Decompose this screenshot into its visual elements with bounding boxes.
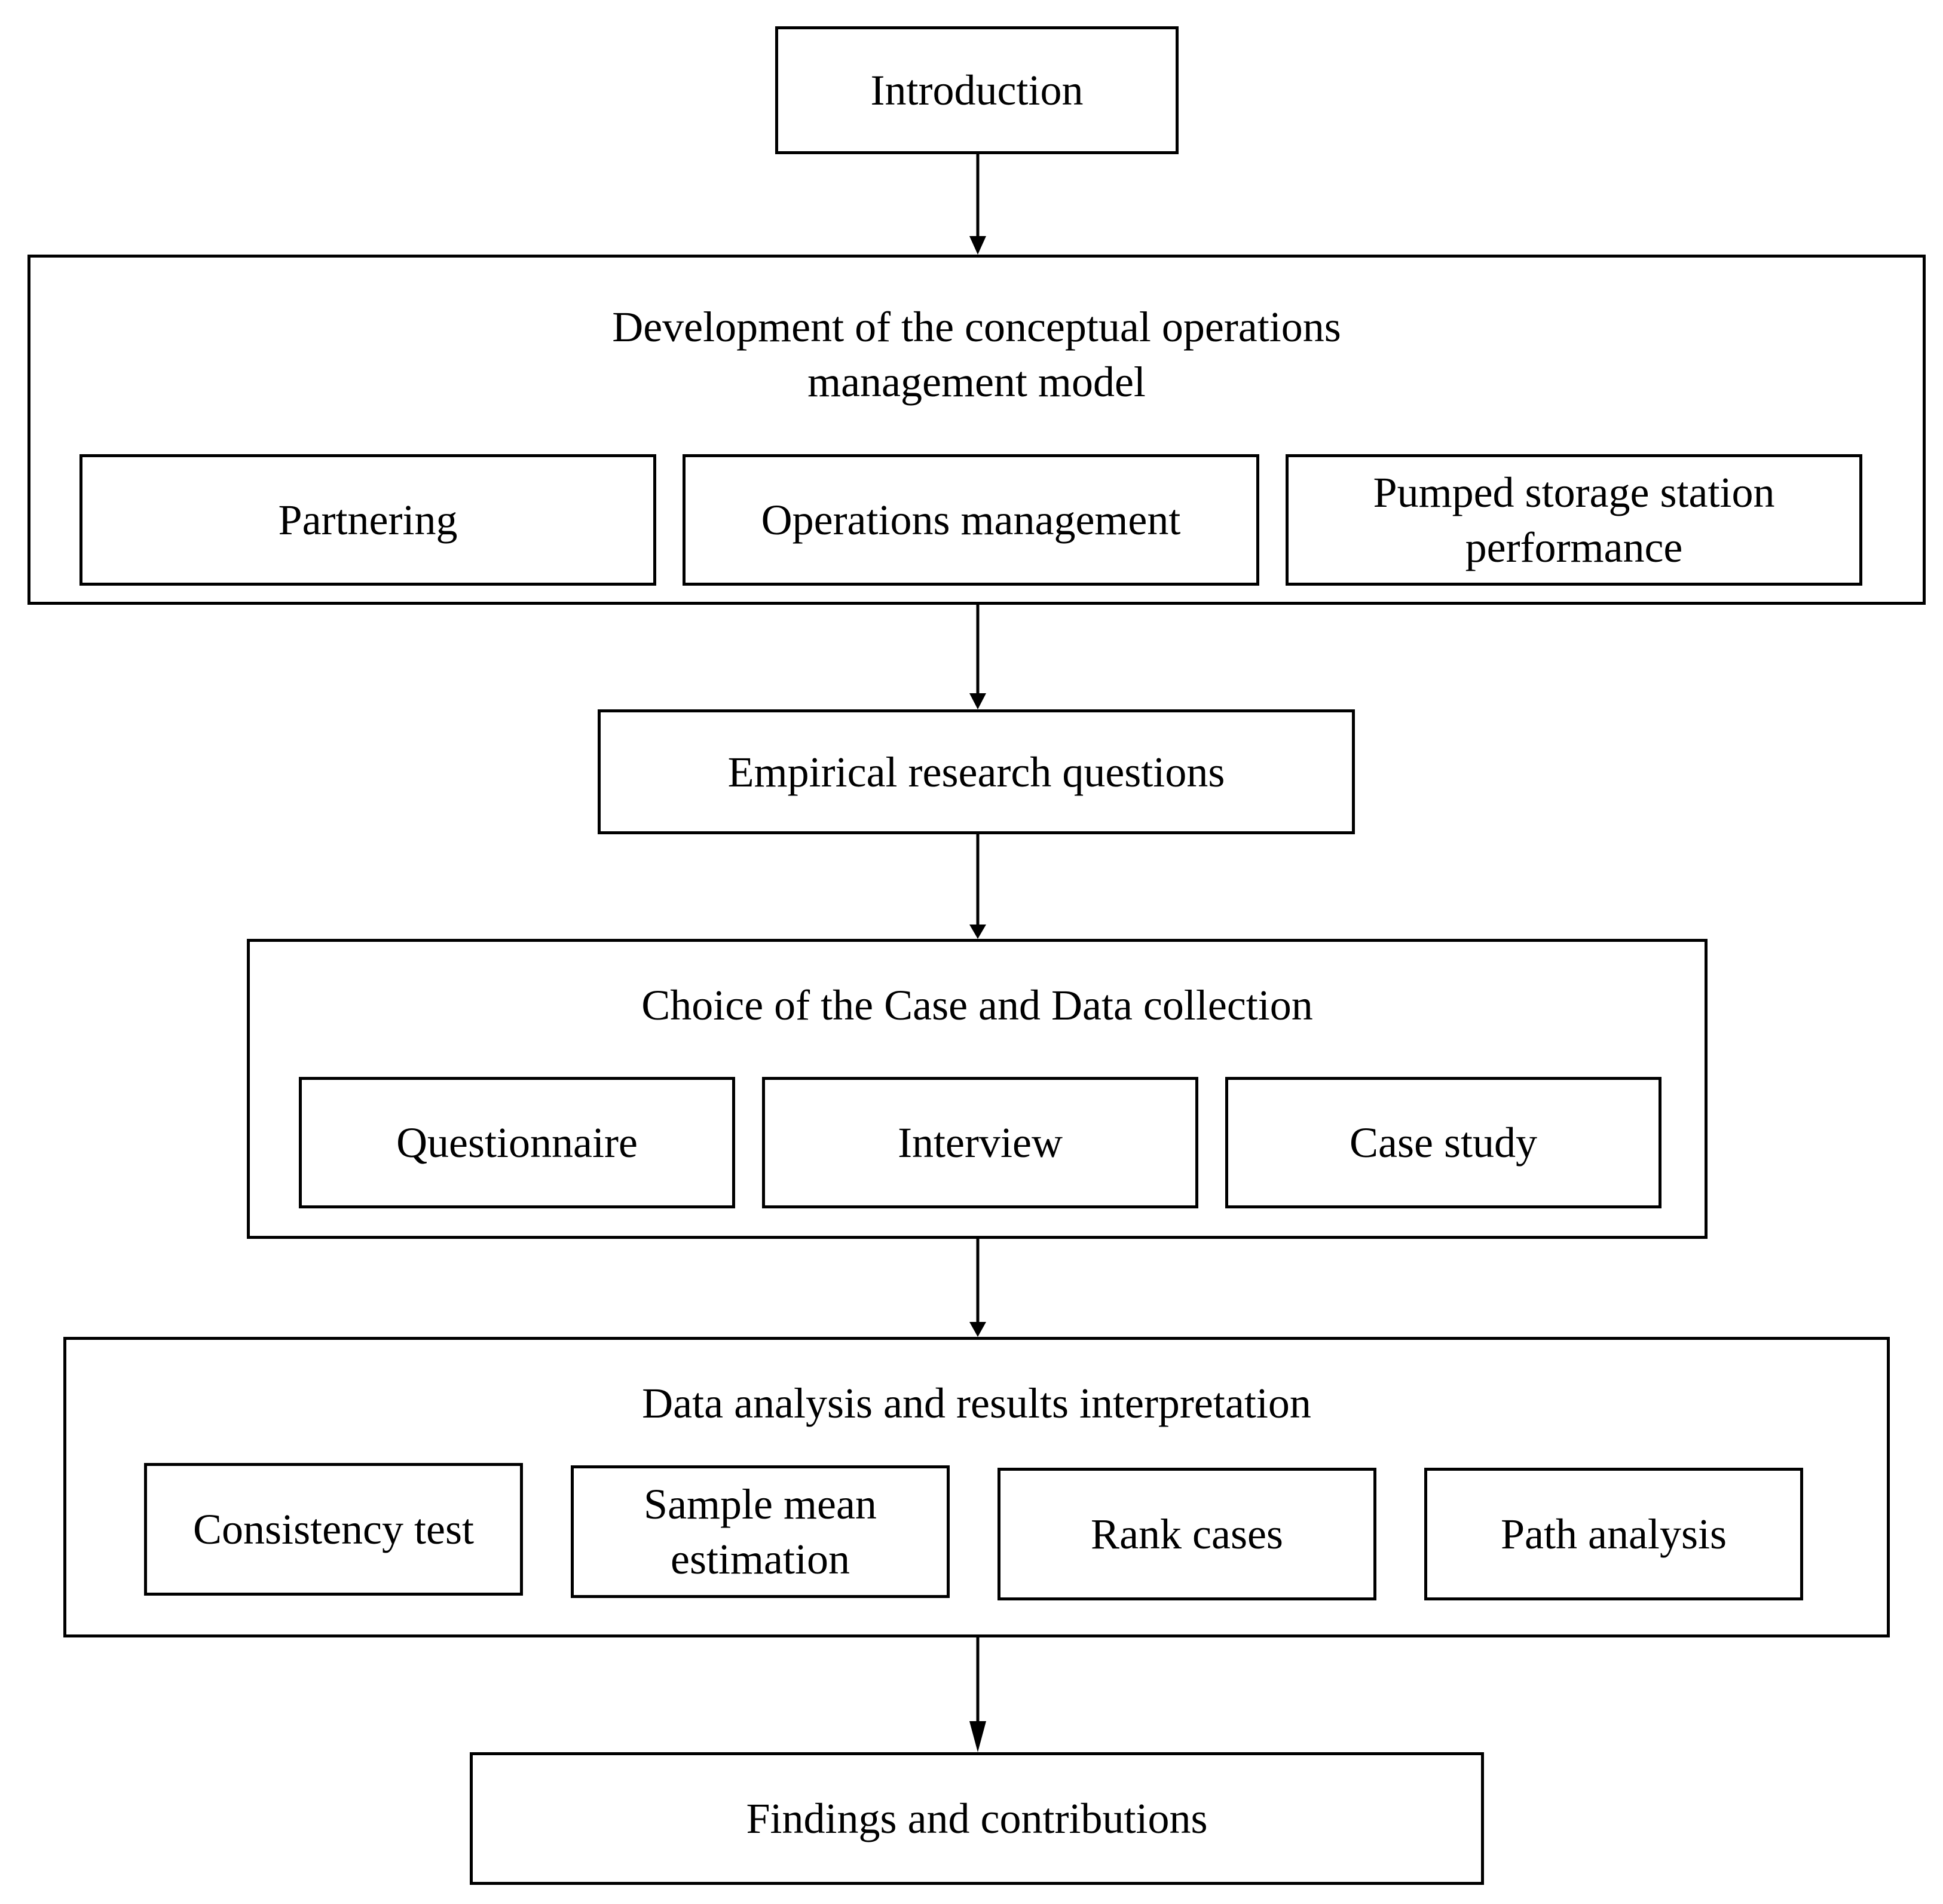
analysis-item-rank-cases: Rank cases (997, 1468, 1376, 1600)
findings-box: Findings and contributions (470, 1752, 1484, 1885)
analysis-item-sample-mean: Sample mean estimation (571, 1465, 950, 1598)
development-item-partnering: Partnering (79, 454, 656, 586)
introduction-label: Introduction (870, 66, 1084, 114)
analysis-item-label: Consistency test (193, 1505, 474, 1553)
analysis-title: Data analysis and results interpretation (642, 1379, 1311, 1427)
analysis-item-label: Sample mean estimation (644, 1480, 877, 1583)
development-item-label: Operations management (761, 496, 1181, 544)
choice-item-interview: Interview (762, 1077, 1198, 1208)
development-item-label: Pumped storage station performance (1373, 469, 1775, 571)
development-item-pumped-storage: Pumped storage station performance (1286, 454, 1862, 586)
development-item-operations-management: Operations management (683, 454, 1259, 586)
empirical-questions-box: Empirical research questions (598, 709, 1355, 834)
arrowhead-analysis (969, 1322, 986, 1337)
empirical-questions-label: Empirical research questions (727, 748, 1225, 796)
choice-item-questionnaire: Questionnaire (299, 1077, 735, 1208)
analysis-item-consistency-test: Consistency test (144, 1463, 523, 1596)
analysis-item-label: Rank cases (1091, 1510, 1283, 1558)
arrowhead-findings (969, 1721, 986, 1752)
analysis-item-label: Path analysis (1501, 1510, 1727, 1558)
development-item-label: Partnering (278, 496, 458, 544)
findings-label: Findings and contributions (746, 1795, 1208, 1842)
arrowhead-empirical (969, 693, 986, 709)
choice-item-label: Case study (1350, 1119, 1537, 1167)
choice-title: Choice of the Case and Data collection (641, 981, 1313, 1029)
choice-item-label: Interview (898, 1119, 1063, 1167)
arrowhead-development (969, 236, 986, 255)
choice-item-label: Questionnaire (396, 1119, 638, 1167)
analysis-item-path-analysis: Path analysis (1424, 1468, 1803, 1600)
arrowhead-choice (969, 925, 986, 939)
introduction-box: Introduction (775, 26, 1179, 154)
choice-item-case-study: Case study (1225, 1077, 1662, 1208)
development-title: Development of the conceptual operations… (612, 303, 1341, 406)
